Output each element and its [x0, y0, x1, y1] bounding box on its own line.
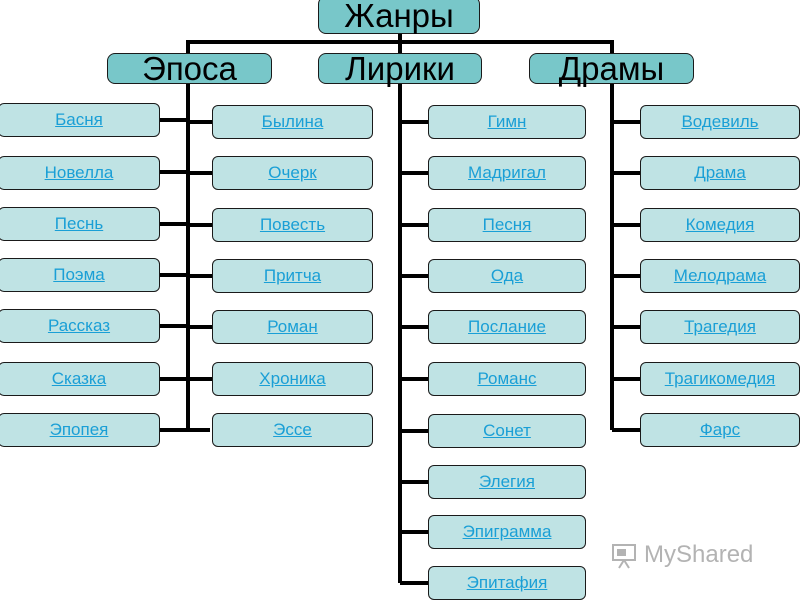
drama-item[interactable]: Мелодрама [640, 259, 800, 293]
epos-left-item[interactable]: Новелла [0, 156, 160, 190]
leaf-link[interactable]: Послание [468, 317, 546, 336]
leaf-link[interactable]: Роман [267, 317, 318, 336]
leaf-link[interactable]: Рассказ [47, 316, 111, 335]
leaf-link[interactable]: Трагикомедия [664, 369, 776, 388]
leaf-link[interactable]: Водевиль [681, 112, 759, 131]
leaf-link[interactable]: Песнь [54, 214, 104, 233]
leaf-link[interactable]: Повесть [259, 215, 326, 234]
epos-right-item[interactable]: Роман [212, 310, 373, 344]
lyric-item[interactable]: Послание [428, 310, 586, 344]
lyric-item[interactable]: Эпитафия [428, 566, 586, 600]
drama-item[interactable]: Трагикомедия [640, 362, 800, 396]
drama-item[interactable]: Водевиль [640, 105, 800, 139]
leaf-link[interactable]: Басня [55, 110, 103, 129]
lyric-item[interactable]: Эпиграмма [428, 515, 586, 549]
group-epos: Эпоса [107, 50, 272, 87]
leaf-link[interactable]: Трагедия [684, 317, 756, 336]
leaf-link[interactable]: Фарс [699, 420, 741, 439]
group-epos-label: Эпоса [142, 50, 237, 87]
leaf-link[interactable]: Комедия [685, 215, 755, 234]
epos-right-item[interactable]: Повесть [212, 208, 373, 242]
epos-left-item[interactable]: Эпопея [0, 413, 160, 447]
epos-right-item[interactable]: Былина [212, 105, 373, 139]
leaf-link[interactable]: Былина [261, 112, 324, 131]
group-drama: Драмы [529, 50, 694, 87]
presentation-board-icon [612, 544, 636, 569]
root-label: Жанры [344, 0, 454, 34]
leaf-link[interactable]: Ода [490, 266, 524, 285]
leaf-link[interactable]: Драма [694, 163, 746, 182]
lyric-item[interactable]: Ода [428, 259, 586, 293]
epos-left-item[interactable]: Поэма [0, 258, 160, 292]
leaf-link[interactable]: Поэма [53, 265, 105, 284]
watermark-text: MyShared [644, 541, 754, 568]
lyric-item[interactable]: Сонет [428, 414, 586, 448]
drama-item[interactable]: Фарс [640, 413, 800, 447]
leaf-link[interactable]: Элегия [479, 472, 535, 491]
lyric-item[interactable]: Романс [428, 362, 586, 396]
drama-item[interactable]: Комедия [640, 208, 800, 242]
leaf-link[interactable]: Новелла [44, 163, 114, 182]
lyric-item[interactable]: Мадригал [428, 156, 586, 190]
leaf-link[interactable]: Сонет [483, 421, 531, 440]
epos-right-item[interactable]: Притча [212, 259, 373, 293]
leaf-link[interactable]: Мелодрама [673, 266, 767, 285]
leaf-link[interactable]: Мадригал [468, 163, 546, 182]
leaf-link[interactable]: Сказка [51, 369, 107, 388]
drama-item[interactable]: Трагедия [640, 310, 800, 344]
leaf-link[interactable]: Эпитафия [466, 573, 548, 592]
epos-left-item[interactable]: Басня [0, 103, 160, 137]
leaf-link[interactable]: Эпопея [49, 420, 109, 439]
leaf-link[interactable]: Эссе [273, 420, 312, 439]
group-lyric-label: Лирики [345, 50, 455, 87]
root-node: Жанры [318, 0, 480, 34]
lyric-item[interactable]: Гимн [428, 105, 586, 139]
lyric-item[interactable]: Песня [428, 208, 586, 242]
leaf-link[interactable]: Романс [477, 369, 537, 388]
leaf-link[interactable]: Песня [482, 215, 532, 234]
watermark: MyShared [610, 538, 770, 572]
epos-right-item[interactable]: Хроника [212, 362, 373, 396]
epos-right-item[interactable]: Эссе [212, 413, 373, 447]
drama-item[interactable]: Драма [640, 156, 800, 190]
leaf-link[interactable]: Очерк [268, 163, 317, 182]
leaf-link[interactable]: Эпиграмма [462, 522, 552, 541]
leaf-link[interactable]: Хроника [259, 369, 326, 388]
epos-left-item[interactable]: Сказка [0, 362, 160, 396]
lyric-item[interactable]: Элегия [428, 465, 586, 499]
epos-left-item[interactable]: Рассказ [0, 309, 160, 343]
leaf-link[interactable]: Притча [263, 266, 322, 285]
leaf-link[interactable]: Гимн [487, 112, 527, 131]
group-lyric: Лирики [318, 50, 482, 87]
epos-right-item[interactable]: Очерк [212, 156, 373, 190]
group-drama-label: Драмы [558, 50, 665, 87]
epos-left-item[interactable]: Песнь [0, 207, 160, 241]
